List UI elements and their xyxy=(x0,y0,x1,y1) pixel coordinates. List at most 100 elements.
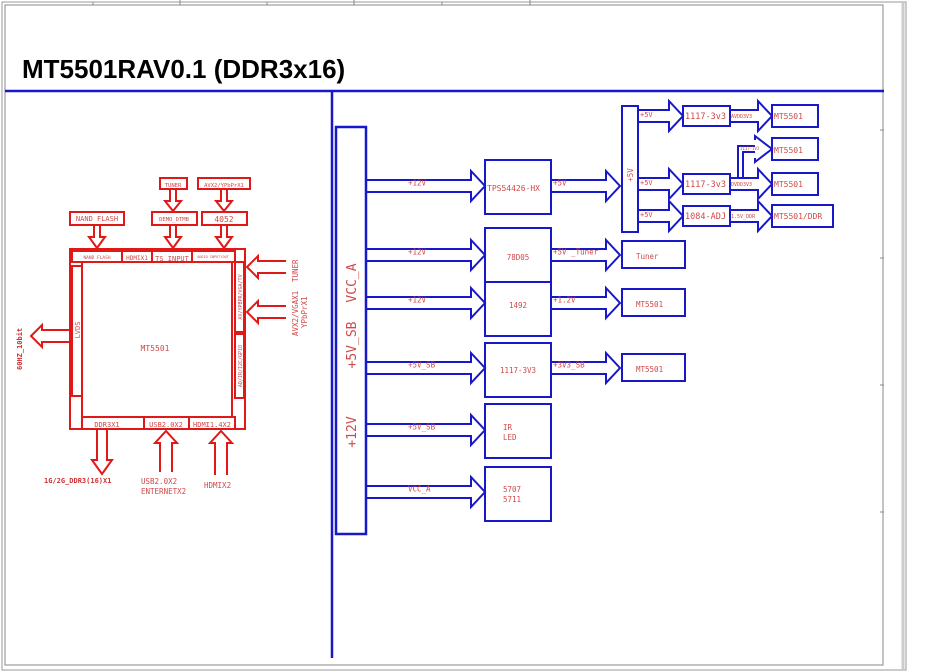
destination-box xyxy=(621,353,686,382)
bus-label-12v: +12V xyxy=(345,416,360,447)
right-input-av: AVX2/VGAX1 xyxy=(291,291,300,336)
nand-label: NAND FLASH xyxy=(76,215,118,223)
regulator-box xyxy=(484,403,552,459)
tuner-box xyxy=(159,177,188,190)
regulator-box xyxy=(484,466,552,522)
sub-regulator-box xyxy=(682,105,731,127)
bottom-port-ddr3: DDR3X1 xyxy=(94,421,119,429)
sub-regulator-label: 1117-3v3 xyxy=(685,180,726,190)
bus-label-vcc-a: VCC_A xyxy=(345,263,360,302)
rail-input-label: +12V xyxy=(408,248,427,257)
destination-box xyxy=(621,288,686,317)
port-av xyxy=(234,261,245,333)
arrow-hdmi-up xyxy=(207,429,235,475)
sub-rail-input-label: +5V xyxy=(640,211,653,219)
bottom-port-usb: USB2.0X2 xyxy=(149,421,183,429)
tap-line xyxy=(742,151,755,178)
av-input-box xyxy=(197,177,251,190)
av-input-label: AVX2/YPbPrX1 xyxy=(204,183,244,189)
regulator-label: 1492 xyxy=(509,301,527,310)
power-bus xyxy=(334,125,368,536)
rail-input-label: VCC_A xyxy=(408,485,431,494)
sub-regulator-box xyxy=(682,205,731,227)
usb-in-label: USB2.0X2 xyxy=(141,477,177,486)
rail-output-arrow xyxy=(551,237,622,273)
sub-destination-label: MT5501/DDR xyxy=(774,212,822,221)
tap-line xyxy=(737,145,755,178)
destination-label: MT5501 xyxy=(636,365,663,374)
regulator-label: TPS54426-HX xyxy=(487,184,540,193)
bottom-port-hdmi: HDMI1.4X2 xyxy=(193,421,231,429)
right-port-av: AV/YPBPR/VGA/TV xyxy=(238,274,244,319)
arrow-av-down xyxy=(213,189,235,213)
rail-input-label: +5V_SB xyxy=(408,361,436,370)
hdmi-in-label: HDMIX2 xyxy=(204,481,231,490)
rail-input-label: +5V_SB xyxy=(408,423,436,432)
destination-label: MT5501 xyxy=(636,300,663,309)
arrow-av-in xyxy=(245,298,286,326)
top-port-audio: AUDIO INPUT/OUT xyxy=(197,255,230,259)
arrow-lvds-out xyxy=(29,322,72,350)
switch-label: 4052 xyxy=(214,215,233,224)
arrow-tuner-in xyxy=(245,253,286,281)
sub-destination-box xyxy=(771,104,819,128)
sub-bus xyxy=(621,105,639,233)
right-port-gpio: AD/IR/I2C/GPIO xyxy=(238,345,244,387)
top-port-hdmix1: HDMIX1 xyxy=(126,255,148,262)
regulator-box xyxy=(484,342,552,398)
right-input-tuner: TUNER xyxy=(291,259,300,282)
right-input-ypbpr: YPbPrX1 xyxy=(300,296,309,328)
page-title: MT5501RAV0.1 (DDR3x16) xyxy=(22,54,345,84)
port-hdmi14 xyxy=(188,416,236,430)
rail-output-arrow xyxy=(551,350,622,386)
sub-bus-label: +5V xyxy=(626,168,635,182)
rail-output-label: +5V _Tuner xyxy=(553,248,599,257)
destination-label: Tuner xyxy=(636,252,659,261)
soc-block xyxy=(69,248,246,430)
arrow-nand-down xyxy=(87,225,107,250)
regulator-label: 5707 xyxy=(503,485,521,494)
tuner-label: TUNER xyxy=(165,183,182,189)
arrow-tuner-down xyxy=(162,189,184,213)
regulator-label: IR xyxy=(503,423,513,432)
port-gpio xyxy=(234,333,245,399)
tap-label: 1117-1V2 xyxy=(740,146,760,151)
sub-regulator-label: 1084-ADJ xyxy=(685,212,726,222)
rail-output-label: +5V xyxy=(553,179,567,188)
soc-label: MT5501 xyxy=(141,344,170,353)
tap-destination-label: MT5501 xyxy=(774,146,803,155)
tap-destination-box xyxy=(771,137,819,161)
regulator-label: 78D05 xyxy=(507,253,530,262)
sub-rail-input-label: +5V xyxy=(640,111,653,119)
sub-regulator-label: 1117-3v3 xyxy=(685,112,726,122)
sub-rail-output-label: AVDD3V3 xyxy=(731,114,752,120)
rail-input-label: +12V xyxy=(408,179,427,188)
arrow-demod-down xyxy=(163,225,183,250)
regulator-label: 5711 xyxy=(503,495,521,504)
port-audio xyxy=(191,250,236,263)
arrow-ddr-down xyxy=(90,429,114,476)
regulator-box xyxy=(484,159,552,215)
destination-box xyxy=(621,240,686,269)
rail-output-label: +1.2V xyxy=(553,296,576,305)
sheet-frame xyxy=(1,0,907,671)
sub-regulator-box xyxy=(682,173,731,195)
rail-output-label: +3V3_SB xyxy=(553,361,585,370)
sub-destination-label: MT5501 xyxy=(774,112,803,121)
rail-input-label: +12V xyxy=(408,296,427,305)
bus-label-5v-sb: +5V_SB xyxy=(345,321,360,368)
sub-rail-output-label: DVDD3V3 xyxy=(731,182,752,188)
regulator-label: LED xyxy=(503,433,517,442)
sub-destination-box xyxy=(771,172,819,196)
sub-destination-box xyxy=(771,204,834,228)
left-port-lvds: LVDS xyxy=(74,322,82,339)
rail-output-arrow xyxy=(551,168,622,204)
rails-group: +12V TPS54426-HX +5V +12V 78D05 +5V _Tuner Tun… xyxy=(366,159,686,522)
red-arrows xyxy=(29,189,286,476)
sub-rail-output-label: 1.5V_DDR xyxy=(731,214,756,220)
lvds-out-label: 60HZ_10bit xyxy=(16,328,24,370)
top-port-ts: TS INPUT xyxy=(155,255,190,263)
arrow-4052-down xyxy=(214,225,234,250)
